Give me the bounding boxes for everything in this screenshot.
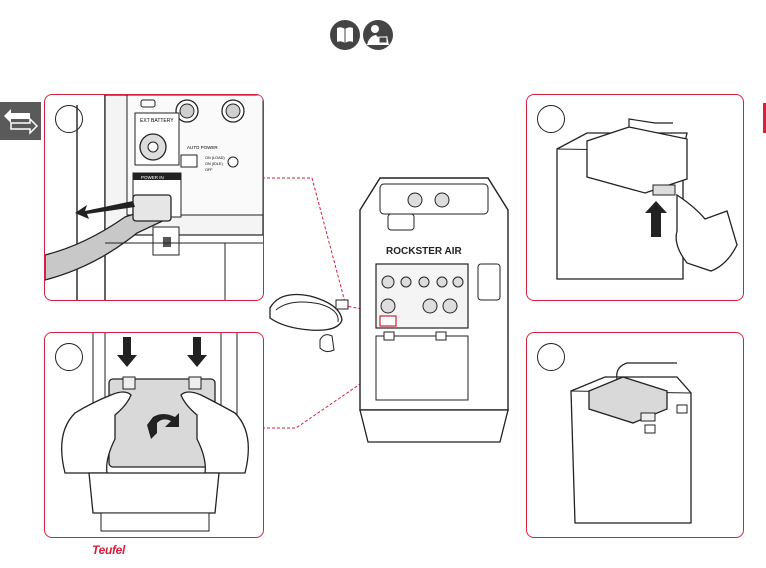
auto-power-label: AUTO POWER (187, 145, 218, 150)
option-off: OFF (205, 168, 213, 172)
power-cable-coil (270, 295, 348, 352)
option-on-load: ON (LOAD) (205, 156, 225, 160)
step-panel-2 (44, 332, 264, 538)
speaker-model-label: ROCKSTER AIR (386, 246, 463, 257)
power-cable-illustration: EXT BATTERY AUTO POWER ON (LOAD) ON (IDL… (45, 95, 263, 300)
step-panel-4 (526, 332, 744, 538)
speaker-illustration: ROCKSTER AIR (260, 170, 530, 455)
lift-module-illustration (527, 95, 743, 300)
step-panel-3 (526, 94, 744, 301)
battery-illustration (527, 333, 743, 537)
teufel-logo: Teufel (92, 543, 125, 557)
open-cover-illustration (45, 333, 263, 537)
option-on-idle: ON (IDLE) (205, 162, 223, 166)
step-panel-1: EXT BATTERY AUTO POWER ON (LOAD) ON (IDL… (44, 94, 264, 301)
power-in-label: POWER IN (141, 175, 164, 180)
ext-battery-label: EXT BATTERY (140, 118, 174, 124)
